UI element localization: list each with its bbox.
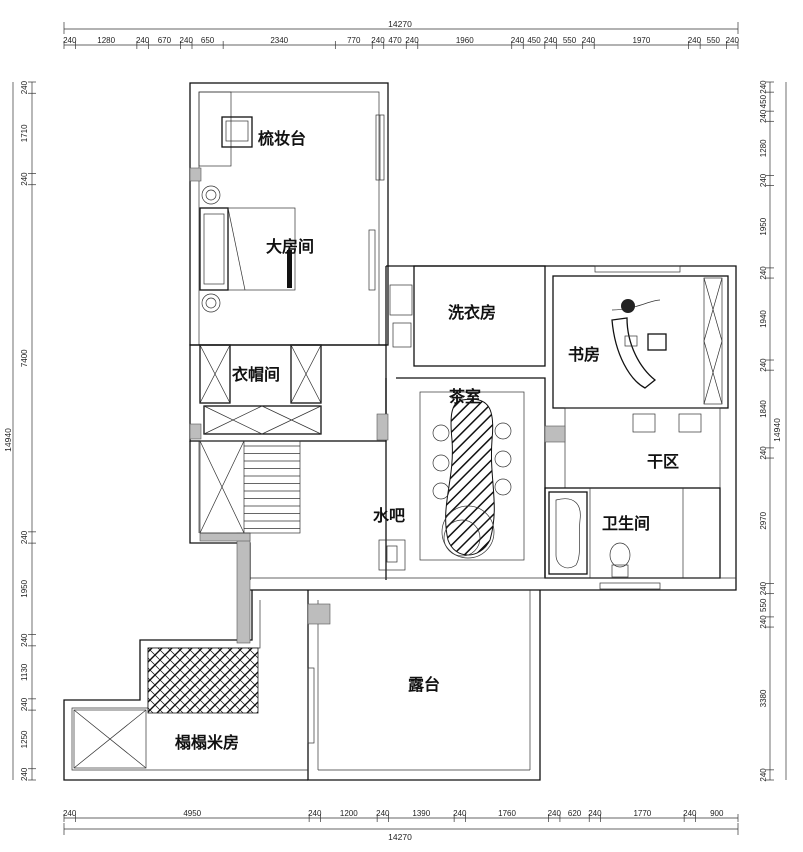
dressing-table <box>198 91 253 167</box>
dimension-label: 1770 <box>633 809 651 818</box>
room-label-bathroom: 卫生间 <box>602 514 650 533</box>
dimension-label: 1130 <box>20 663 29 681</box>
room-label-master-bedroom: 大房间 <box>266 237 314 256</box>
dimension-label: 240 <box>511 36 525 45</box>
dimension-label: 240 <box>20 172 29 186</box>
dimension-label: 670 <box>158 36 172 45</box>
dimension-label: 1280 <box>97 36 115 45</box>
dimension-label: 240 <box>588 809 602 818</box>
dimension-label: 2340 <box>270 36 288 45</box>
dimension-label: 240 <box>726 36 740 45</box>
dry-area-basins <box>632 413 702 433</box>
dimension-label: 240 <box>759 358 768 372</box>
right-total-dimension: 14940 <box>772 418 782 442</box>
dimension-label: 240 <box>688 36 702 45</box>
dimension-label: 240 <box>544 36 558 45</box>
dimension-label: 550 <box>759 598 768 612</box>
dimension-label: 1950 <box>20 579 29 597</box>
dimension-label: 1970 <box>633 36 651 45</box>
bottom-total-dimension: 14270 <box>388 832 412 842</box>
dimension-label: 1710 <box>20 124 29 142</box>
room-labels: 梳妆台 大房间 衣帽间 洗衣房 书房 茶室 干区 水吧 卫生间 露台 榻榻米房 <box>175 129 679 752</box>
left-total-dimension: 14940 <box>3 428 13 452</box>
dimension-label: 240 <box>759 266 768 280</box>
staircase <box>199 440 301 534</box>
bottom-dimension-chain: 14270 240 4950 240 1200 240 1390 240 1760 240 620… <box>63 809 739 842</box>
dimension-label: 450 <box>759 94 768 108</box>
dimension-label: 240 <box>759 615 768 629</box>
wardrobes <box>199 344 322 435</box>
top-total-dimension: 14270 <box>388 19 412 29</box>
room-label-terrace: 露台 <box>408 675 440 694</box>
dimension-label: 240 <box>683 809 697 818</box>
dimension-label: 240 <box>136 36 150 45</box>
dimension-label: 1200 <box>340 809 358 818</box>
study-desk <box>611 277 723 405</box>
dimension-label: 240 <box>20 80 29 94</box>
dimension-label: 240 <box>308 809 322 818</box>
tatami-mat <box>73 647 259 769</box>
room-label-tatami: 榻榻米房 <box>175 733 239 752</box>
dimension-label: 550 <box>563 36 577 45</box>
dimension-label: 4950 <box>183 809 201 818</box>
walls <box>63 82 737 781</box>
dimension-label: 240 <box>453 809 467 818</box>
dimension-label: 240 <box>371 36 385 45</box>
room-label-tea-room: 茶室 <box>448 387 481 406</box>
dimension-label: 240 <box>20 633 29 647</box>
dimension-label: 1280 <box>759 139 768 157</box>
bed <box>199 185 296 313</box>
dimension-label: 470 <box>388 36 402 45</box>
dimension-label: 620 <box>568 809 582 818</box>
dimension-label: 240 <box>759 173 768 187</box>
tea-table <box>419 391 525 561</box>
room-label-study: 书房 <box>568 345 600 364</box>
left-dimension-chain: 14940 240 1710 240 7400 240 1950 240 1130 240 125… <box>3 80 36 781</box>
structural-columns <box>189 167 566 644</box>
dimension-label: 1950 <box>759 217 768 235</box>
room-label-dressing: 梳妆台 <box>258 129 306 148</box>
dimension-label: 550 <box>707 36 721 45</box>
room-label-laundry: 洗衣房 <box>448 303 496 322</box>
water-bar-sink <box>378 539 406 571</box>
dimension-label: 3380 <box>759 689 768 707</box>
dimension-label: 240 <box>759 768 768 782</box>
dimension-label: 650 <box>201 36 215 45</box>
room-label-cloakroom: 衣帽间 <box>232 365 280 384</box>
dimension-label: 1940 <box>759 310 768 328</box>
dimension-label: 240 <box>548 809 562 818</box>
dimension-label: 240 <box>759 80 768 94</box>
dimension-label: 240 <box>405 36 419 45</box>
dimension-label: 240 <box>63 36 77 45</box>
dimension-label: 1760 <box>498 809 516 818</box>
room-label-dry-area: 干区 <box>647 452 679 471</box>
dimension-label: 240 <box>759 109 768 123</box>
dimension-label: 240 <box>63 809 77 818</box>
windows <box>307 114 681 744</box>
dimension-label: 240 <box>20 697 29 711</box>
dimension-label: 900 <box>710 809 724 818</box>
dimension-label: 240 <box>180 36 194 45</box>
dimension-label: 770 <box>347 36 361 45</box>
bathtub <box>548 491 588 575</box>
laundry-fixtures <box>389 284 413 348</box>
dimension-label: 1250 <box>20 730 29 748</box>
room-label-water-bar: 水吧 <box>373 506 405 525</box>
dimension-label: 1840 <box>759 400 768 418</box>
dimension-label: 450 <box>527 36 541 45</box>
dimension-label: 240 <box>582 36 596 45</box>
right-dimension-chain: 14940 2404502401280240195024019402401840… <box>759 80 787 782</box>
dimension-label: 240 <box>376 809 390 818</box>
dimension-label: 7400 <box>20 349 29 367</box>
dimension-label: 240 <box>759 581 768 595</box>
dimension-label: 2970 <box>759 511 768 529</box>
toilet <box>609 542 631 578</box>
dimension-label: 1390 <box>412 809 430 818</box>
dimension-label: 240 <box>759 446 768 460</box>
dimension-label: 240 <box>20 530 29 544</box>
dimension-label: 240 <box>20 767 29 781</box>
dimension-label: 1960 <box>456 36 474 45</box>
